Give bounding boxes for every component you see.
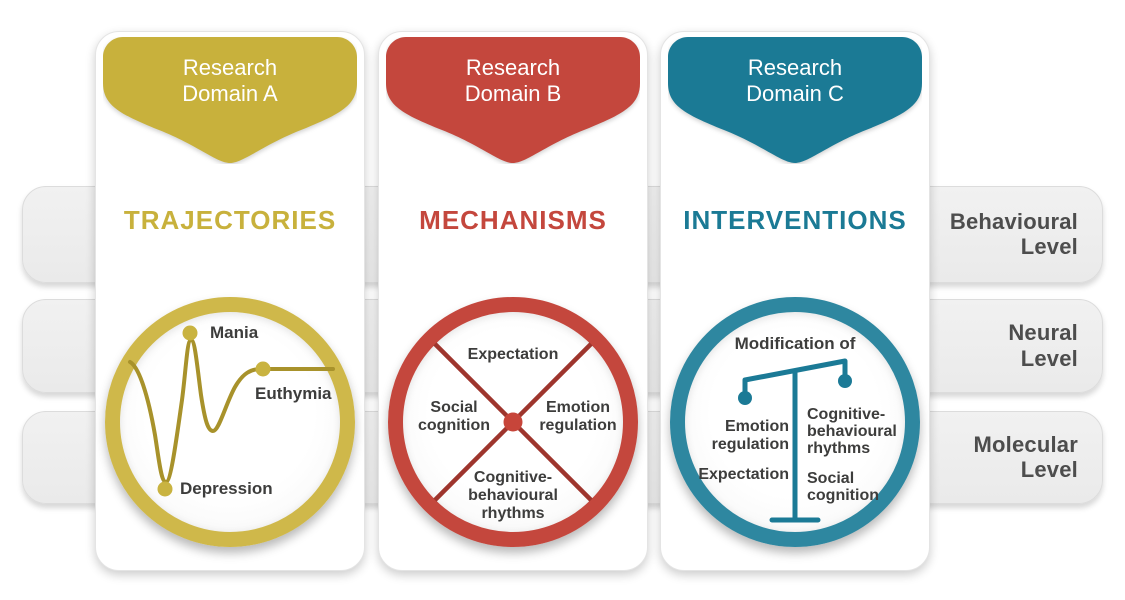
depression-point: [157, 481, 173, 497]
banner-title-line: Research: [747, 55, 843, 80]
intervention-line: Expectation: [698, 466, 789, 483]
banner-ribbon-path: [668, 37, 922, 163]
intervention-line: cognition: [807, 487, 879, 504]
interventions-right-items: Cognitive- behavioural rhythms Social co…: [807, 406, 917, 504]
quadrant-cross-icon: [433, 342, 593, 502]
intervention-line: Cognitive-: [807, 406, 886, 423]
intervention-line: Social: [807, 470, 855, 487]
banner-title-line: Domain B: [464, 81, 562, 106]
banner-ribbon-path: [103, 37, 357, 163]
quadrant-line: Cognitive-: [473, 469, 553, 486]
trajectory-path: [128, 337, 335, 485]
banner-title-line: Research: [182, 55, 278, 80]
level-label-line: Level: [1020, 234, 1078, 260]
euthymia-point: [255, 361, 271, 377]
depression-label: Depression: [180, 479, 273, 498]
quadrant-line: Social: [430, 399, 478, 416]
level-label-line: Behavioural: [949, 208, 1078, 234]
card-interventions: Research Domain C INTERVENTIONS Modifica…: [660, 31, 930, 571]
modification-heading: Modification of: [734, 334, 856, 353]
intervention-line: Emotion: [725, 418, 789, 435]
banner-title: Research Domain B: [379, 55, 647, 107]
balance-left-weight-dot: [738, 391, 752, 405]
quadrant-line: Emotion: [546, 399, 610, 416]
level-label-line: Molecular: [973, 431, 1078, 457]
quadrant-line: Expectation: [467, 346, 559, 363]
level-label-line: Level: [1020, 346, 1078, 371]
column-title-trajectories: TRAJECTORIES: [123, 205, 337, 235]
level-label-behavioural: Behavioural Level: [950, 209, 1078, 261]
mood-trajectory-curve: [128, 325, 335, 497]
quadrant-line: cognition: [418, 417, 490, 434]
quadrant-label-cognitive-behavioural-rhythms: Cognitive- behavioural rhythms: [388, 469, 638, 523]
interventions-circle-content: Modification of Emotion regulation Expec…: [670, 297, 920, 547]
level-label-line: Neural: [1008, 320, 1078, 346]
euthymia-label: Euthymia: [255, 384, 332, 403]
quadrant-label-expectation: Expectation: [388, 346, 638, 364]
level-label-line: Level: [1020, 457, 1078, 483]
quadrant-label-emotion-regulation: Emotion regulation: [519, 399, 637, 435]
quadrant-line: behavioural: [468, 487, 558, 504]
column-title-mechanisms: MECHANISMS: [419, 205, 607, 235]
quadrant-label-social-cognition: Social cognition: [395, 399, 513, 435]
banner-ribbon-shape: [668, 37, 922, 163]
trajectories-circle-content: Mania Euthymia Depression: [105, 297, 355, 547]
banner-title: Research Domain C: [661, 55, 929, 107]
intervention-line: behavioural: [807, 423, 897, 440]
level-label-neural: Neural Level: [1008, 320, 1078, 372]
banner-title: Research Domain A: [96, 55, 364, 107]
banner-ribbon-shape: [386, 37, 640, 163]
banner-ribbon-path: [386, 37, 640, 163]
banner-ribbon-shape: [103, 37, 357, 163]
card-mechanisms: Research Domain B MECHANISMS Expectation…: [378, 31, 648, 571]
quadrant-line: rhythms: [481, 505, 545, 522]
intervention-line: rhythms: [807, 440, 871, 457]
banner-title-line: Domain C: [746, 81, 844, 106]
interventions-left-items: Emotion regulation Expectation: [670, 418, 789, 484]
cross-hub-dot: [503, 412, 523, 432]
mania-label: Mania: [210, 323, 259, 342]
banner-title-line: Domain A: [182, 81, 278, 106]
quadrant-line: regulation: [539, 417, 617, 434]
mania-point: [182, 325, 198, 341]
mechanisms-circle-content: Expectation Social cognition Emotion reg…: [388, 297, 638, 547]
balance-right-weight-dot: [838, 374, 852, 388]
level-label-molecular: Molecular Level: [974, 432, 1079, 484]
column-title-interventions: INTERVENTIONS: [683, 205, 907, 235]
banner-title-line: Research: [465, 55, 561, 80]
balance-scale-icon: [738, 358, 852, 523]
intervention-line: regulation: [711, 435, 789, 453]
card-trajectories: Research Domain A TRAJECTORIES Mania Eut…: [95, 31, 365, 571]
